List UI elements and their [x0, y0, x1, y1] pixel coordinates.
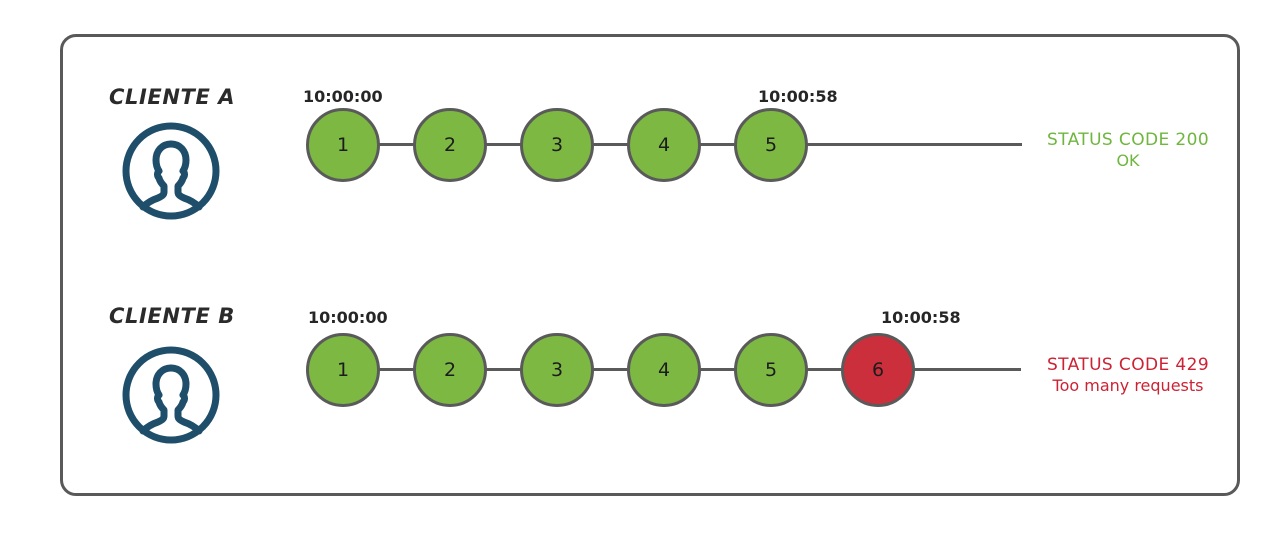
user-avatar-icon — [121, 345, 221, 445]
connector — [483, 143, 533, 146]
request-node[interactable]: 2 — [413, 333, 487, 407]
connector — [590, 143, 640, 146]
user-avatar-icon — [121, 121, 221, 221]
request-node-blocked[interactable]: 6 — [841, 333, 915, 407]
client-a-label: CLIENTE A — [109, 85, 236, 109]
connector — [697, 143, 747, 146]
client-row-a: CLIENTE A 10:00:00 10:00:58 1 2 3 4 — [63, 37, 1237, 493]
request-node[interactable]: 5 — [734, 108, 808, 182]
row-b-status-badge: STATUS CODE 429 Too many requests — [1013, 355, 1243, 395]
connector-to-status — [911, 368, 1021, 371]
connector — [376, 368, 426, 371]
connector — [590, 368, 640, 371]
connector — [697, 368, 747, 371]
request-node[interactable]: 3 — [520, 108, 594, 182]
request-node[interactable]: 2 — [413, 108, 487, 182]
client-b-label: CLIENTE B — [109, 304, 235, 328]
status-message-text: Too many requests — [1052, 375, 1204, 395]
row-a-timestamp-start: 10:00:00 — [303, 87, 383, 106]
diagram-frame: CLIENTE A 10:00:00 10:00:58 1 2 3 4 — [60, 34, 1240, 496]
client-row-b: CLIENTE B 10:00:00 10:00:58 1 2 3 — [63, 37, 1237, 493]
request-node[interactable]: 4 — [627, 333, 701, 407]
request-node[interactable]: 5 — [734, 333, 808, 407]
request-node[interactable]: 3 — [520, 333, 594, 407]
request-node[interactable]: 1 — [306, 108, 380, 182]
row-a-status-badge: STATUS CODE 200 OK — [1013, 130, 1243, 170]
status-message-text: OK — [1116, 150, 1140, 170]
row-b-timestamp-start: 10:00:00 — [308, 308, 388, 327]
connector — [483, 368, 533, 371]
request-node[interactable]: 4 — [627, 108, 701, 182]
connector-to-status — [804, 143, 1022, 146]
row-b-timestamp-end: 10:00:58 — [881, 308, 961, 327]
request-node[interactable]: 1 — [306, 333, 380, 407]
row-a-timestamp-end: 10:00:58 — [758, 87, 838, 106]
status-code-text: STATUS CODE 200 — [1046, 130, 1210, 150]
connector — [376, 143, 426, 146]
connector — [804, 368, 854, 371]
status-code-text: STATUS CODE 429 — [1046, 355, 1210, 375]
